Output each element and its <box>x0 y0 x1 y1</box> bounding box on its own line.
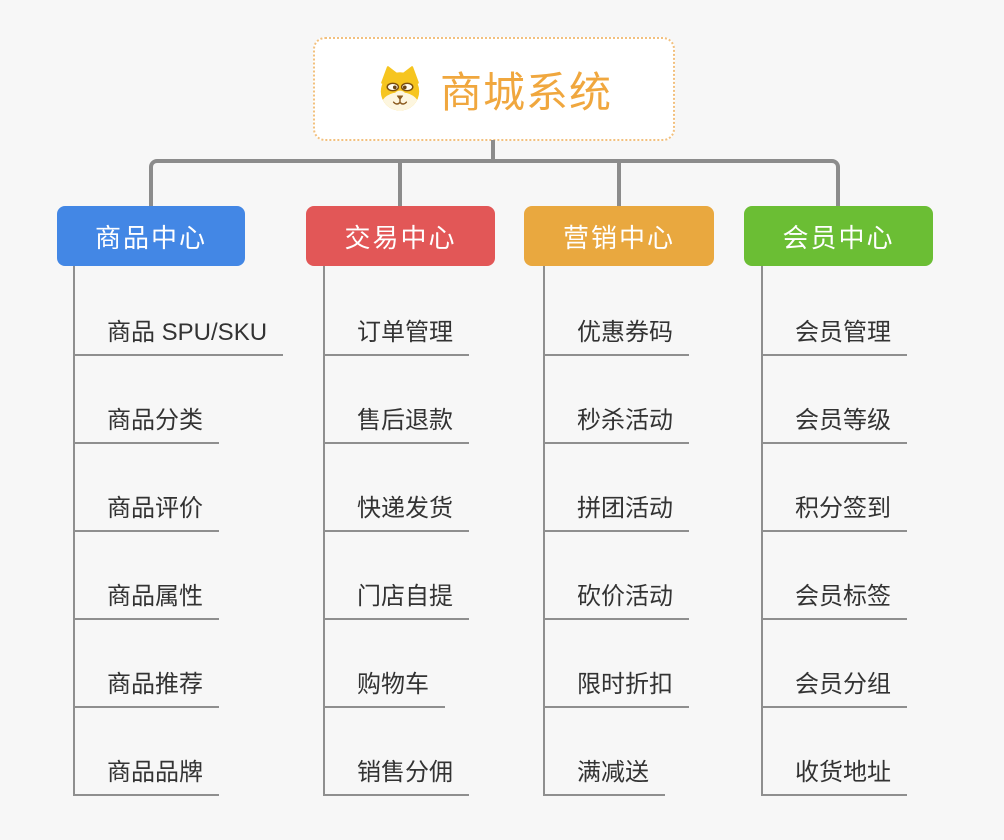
leaf-node[interactable]: 商品推荐 <box>73 620 219 708</box>
leaf-node[interactable]: 拼团活动 <box>543 444 689 532</box>
leaf-node[interactable]: 订单管理 <box>323 266 469 356</box>
branch-node-product-center[interactable]: 商品中心 <box>57 206 245 266</box>
leaf-node[interactable]: 商品品牌 <box>73 708 219 796</box>
branch-node-member-center[interactable]: 会员中心 <box>744 206 933 266</box>
branch-children-trade-center: 订单管理 售后退款 快递发货 门店自提 购物车 销售分佣 <box>323 266 469 796</box>
leaf-node[interactable]: 会员标签 <box>761 532 907 620</box>
branch-label: 营销中心 <box>562 222 675 253</box>
connector-drop-marketing <box>617 163 621 206</box>
leaf-node[interactable]: 秒杀活动 <box>543 356 689 444</box>
root-node[interactable]: 商城系统 <box>313 37 675 141</box>
leaf-node[interactable]: 会员等级 <box>761 356 907 444</box>
dog-face-icon <box>380 66 420 111</box>
leaf-node[interactable]: 收货地址 <box>761 708 907 796</box>
leaf-node[interactable]: 商品 SPU/SKU <box>73 266 284 356</box>
connector-bus <box>149 159 840 206</box>
branch-label: 商品中心 <box>94 222 207 253</box>
leaf-node[interactable]: 会员管理 <box>761 266 907 356</box>
leaf-node[interactable]: 砍价活动 <box>543 532 689 620</box>
branch-node-trade-center[interactable]: 交易中心 <box>306 206 495 266</box>
leaf-node[interactable]: 会员分组 <box>761 620 907 708</box>
branch-node-marketing-center[interactable]: 营销中心 <box>524 206 714 266</box>
leaf-node[interactable]: 优惠券码 <box>543 266 689 356</box>
leaf-node[interactable]: 积分签到 <box>761 444 907 532</box>
branch-children-product-center: 商品 SPU/SKU 商品分类 商品评价 商品属性 商品推荐 商品品牌 <box>73 266 284 796</box>
leaf-node[interactable]: 商品属性 <box>73 532 219 620</box>
branch-children-member-center: 会员管理 会员等级 积分签到 会员标签 会员分组 收货地址 <box>761 266 907 796</box>
leaf-node[interactable]: 限时折扣 <box>543 620 689 708</box>
leaf-node[interactable]: 商品分类 <box>73 356 219 444</box>
branch-label: 交易中心 <box>344 222 457 253</box>
leaf-node[interactable]: 满减送 <box>543 708 665 796</box>
branch-label: 会员中心 <box>782 222 895 253</box>
leaf-node[interactable]: 销售分佣 <box>323 708 469 796</box>
leaf-node[interactable]: 快递发货 <box>323 444 469 532</box>
root-title: 商城系统 <box>439 68 612 116</box>
leaf-node[interactable]: 商品评价 <box>73 444 219 532</box>
leaf-node[interactable]: 售后退款 <box>323 356 469 444</box>
connector-root-stub <box>491 140 495 160</box>
connector-drop-trade <box>398 163 402 206</box>
branch-children-marketing-center: 优惠券码 秒杀活动 拼团活动 砍价活动 限时折扣 满减送 <box>543 266 689 796</box>
leaf-node[interactable]: 购物车 <box>323 620 445 708</box>
leaf-node[interactable]: 门店自提 <box>323 532 469 620</box>
